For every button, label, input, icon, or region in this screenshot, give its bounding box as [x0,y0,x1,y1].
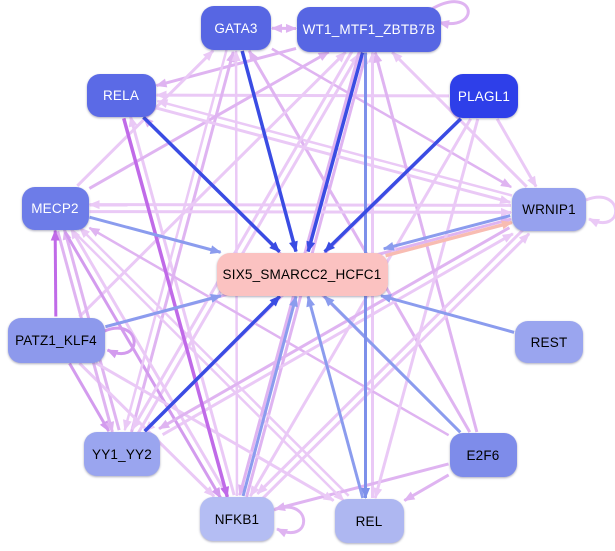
node-WT1_MTF1_ZBTB7B[interactable]: WT1_MTF1_ZBTB7B [297,6,441,52]
edge-WRNIP1-SIX5_SMARCC2_HCFC1[interactable] [382,214,511,251]
node-SIX5_SMARCC2_HCFC1[interactable]: SIX5_SMARCC2_HCFC1 [216,252,388,296]
node-PATZ1_KLF4[interactable]: PATZ1_KLF4 [7,317,105,363]
edge-NFKB1-MECP2[interactable] [69,227,228,496]
node-label-RELA: RELA [102,87,140,103]
edge-RELA-SIX5_SMARCC2_HCFC1[interactable] [142,115,281,254]
node-label-PATZ1_KLF4: PATZ1_KLF4 [15,332,97,348]
node-label-SIX5_SMARCC2_HCFC1: SIX5_SMARCC2_HCFC1 [222,266,382,282]
node-label-GATA3: GATA3 [214,20,258,36]
edge-YY1_YY2-SIX5_SMARCC2_HCFC1[interactable] [143,294,282,433]
edge-NFKB1-SIX5_SMARCC2_HCFC1[interactable] [241,295,298,497]
edge-PATZ1_KLF4-YY1_YY2[interactable] [68,362,111,433]
node-REL[interactable]: REL [334,499,404,543]
node-GATA3[interactable]: GATA3 [201,6,271,50]
edge-SIX5_SMARCC2_HCFC1-WRNIP1[interactable] [385,220,513,258]
edge-REST-SIX5_SMARCC2_HCFC1[interactable] [380,294,515,334]
edge-WT1_MTF1_ZBTB7B-RELA[interactable] [155,46,297,88]
edge-E2F6-SIX5_SMARCC2_HCFC1[interactable] [323,295,462,434]
node-MECP2[interactable]: MECP2 [21,186,89,230]
edge-WRNIP1-YY1_YY2[interactable] [158,226,511,430]
self-loop-WRNIP1[interactable] [585,195,615,228]
edge-E2F6-MECP2[interactable] [88,226,450,437]
node-WRNIP1[interactable]: WRNIP1 [512,187,586,231]
self-loop-PATZ1_KLF4[interactable] [103,326,136,359]
self-loop-NFKB1[interactable] [273,505,306,538]
node-label-WT1_MTF1_ZBTB7B: WT1_MTF1_ZBTB7B [302,21,436,37]
node-label-MECP2: MECP2 [31,200,79,216]
edge-PATZ1_KLF4-MECP2[interactable] [50,229,60,317]
node-label-WRNIP1: WRNIP1 [522,201,576,217]
node-PLAGL1[interactable]: PLAGL1 [450,74,518,118]
edge-PATZ1_KLF4-SIX5_SMARCC2_HCFC1[interactable] [105,294,222,329]
node-YY1_YY2[interactable]: YY1_YY2 [84,432,160,476]
edge-YY1_YY2-WRNIP1[interactable] [161,232,514,437]
edge-E2F6-GATA3[interactable] [247,50,472,433]
node-NFKB1[interactable]: NFKB1 [200,497,274,541]
node-label-YY1_YY2: YY1_YY2 [92,446,152,462]
edge-WT1_MTF1_ZBTB7B-YY1_YY2[interactable] [130,49,354,431]
node-REST[interactable]: REST [515,321,583,363]
edge-GATA3-WRNIP1[interactable] [271,47,512,189]
node-label-NFKB1: NFKB1 [214,511,260,527]
edge-WRNIP1-MECP2[interactable] [88,200,512,210]
edge-MECP2-WT1_MTF1_ZBTB7B[interactable] [88,50,330,190]
edge-MECP2-SIX5_SMARCC2_HCFC1[interactable] [89,215,222,255]
edge-REL-SIX5_SMARCC2_HCFC1[interactable] [306,295,365,499]
node-label-REL: REL [355,513,383,529]
edge-YY1_YY2-WT1_MTF1_ZBTB7B[interactable] [137,53,360,434]
edge-PLAGL1-NFKB1[interactable] [249,118,472,498]
edge-PLAGL1-SIX5_SMARCC2_HCFC1[interactable] [323,117,463,254]
node-label-PLAGL1: PLAGL1 [457,88,511,104]
edge-E2F6-REL[interactable] [403,473,450,502]
edge-WT1_MTF1_ZBTB7B-SIX5_SMARCC2_HCFC1[interactable] [306,52,365,253]
node-label-E2F6: E2F6 [466,447,500,463]
node-label-REST: REST [530,334,568,350]
node-E2F6[interactable]: E2F6 [449,433,517,477]
self-loop-WT1_MTF1_ZBTB7B[interactable] [430,0,470,29]
edge-E2F6-NFKB1[interactable] [273,462,449,511]
edge-GATA3-SIX5_SMARCC2_HCFC1[interactable] [240,50,298,253]
node-RELA[interactable]: RELA [86,73,156,117]
edge-MECP2-WRNIP1[interactable] [89,207,512,217]
edge-PLAGL1-WRNIP1[interactable] [495,118,538,188]
